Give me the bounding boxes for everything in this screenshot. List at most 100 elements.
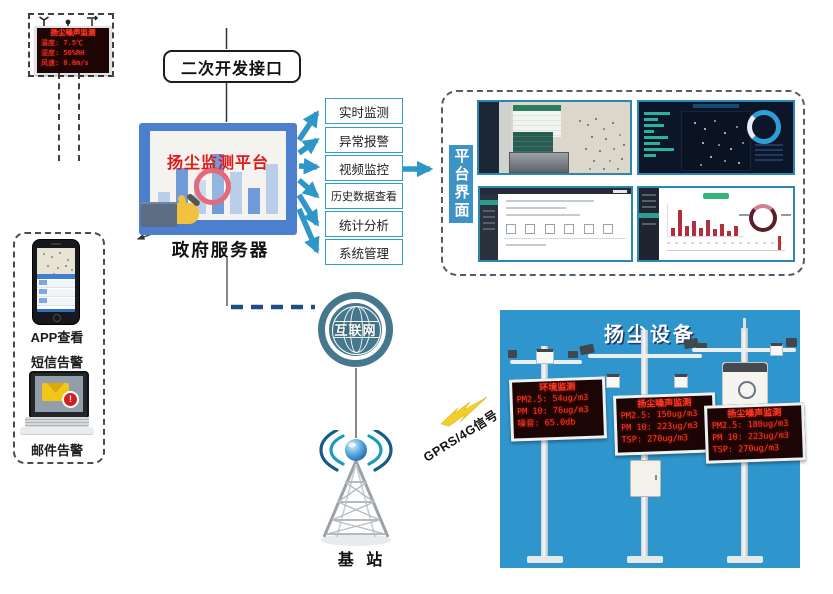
phone-map	[37, 248, 75, 274]
server-label: 政府服务器	[171, 240, 270, 260]
map-markers	[694, 122, 696, 124]
internet-globe-ring	[325, 299, 386, 360]
function-box-realtime: 实时监测	[325, 98, 403, 124]
led-line: TSP: 270ug/m3	[621, 433, 689, 446]
control-cabinet	[630, 460, 661, 497]
email-alert-label: 邮件告警	[30, 443, 83, 458]
anemometer-icon	[508, 350, 517, 358]
phone-list-row	[37, 280, 75, 288]
function-box-alarm: 异常报警	[325, 127, 403, 153]
arrow-video	[298, 158, 321, 175]
shot-green-button	[703, 193, 729, 199]
shot-sidebar	[480, 194, 498, 260]
function-label: 实时监测	[338, 105, 389, 120]
laptop-keyboard	[25, 417, 89, 427]
function-label: 系统管理	[338, 246, 389, 261]
chart-bar	[230, 172, 242, 214]
sms-alert-label: 短信告警	[30, 355, 83, 370]
shot-donut-chart	[749, 204, 777, 232]
map-markers	[43, 253, 45, 255]
wind-vane-icon	[568, 351, 578, 358]
wind-vane-icon	[87, 16, 98, 27]
screenshot-map-view	[477, 100, 632, 175]
sensor-icon	[674, 374, 688, 388]
function-box-video: 视频监控	[325, 155, 403, 181]
shot-donut-gauge	[747, 110, 781, 144]
dev-interface-box: 二次开发接口	[163, 50, 301, 83]
sensor-icon	[770, 343, 783, 356]
station-led-screen: 环境监测 PM2.5: 54ug/m3 PM 10: 76ug/m3 噪音: 6…	[508, 376, 608, 442]
server-screen-title: 扬尘监测平台	[166, 155, 269, 172]
phone-bottom-bar	[37, 309, 75, 312]
station-led-screen: 扬尘噪声监测 PM2.5: 150ug/m3 PM 10: 223ug/m3 T…	[612, 392, 718, 456]
chart-bar	[266, 164, 278, 214]
shot-sidebar	[479, 102, 499, 173]
station-led-screen: 扬尘噪声监测 PM2.5: 180ug/m3 PM 10: 223ug/m3 T…	[704, 402, 806, 464]
shot-video-thumb	[509, 152, 569, 173]
equipment-panel: 扬尘设备 环境监测 PM2.5: 54ug/m3 PM 10: 76ug/m3 …	[500, 310, 806, 568]
alert-badge-icon: !	[62, 391, 79, 408]
roadside-led-line: 湿度: 50%RH	[41, 49, 85, 57]
dev-interface-label: 二次开发接口	[180, 60, 283, 78]
sensor-icon	[606, 374, 620, 388]
shot-legend-dash	[781, 214, 791, 216]
arrow-system	[296, 207, 320, 255]
chart-bar	[248, 188, 260, 214]
shot-topbar	[480, 188, 631, 194]
shot-content-lines	[506, 200, 594, 216]
shot-icon-row	[506, 221, 614, 239]
email-device-screen: !	[29, 371, 89, 419]
lightning-icon	[440, 396, 488, 427]
equipment-title: 扬尘设备	[604, 324, 696, 346]
shot-sidebar	[639, 188, 659, 260]
function-box-system: 系统管理	[325, 239, 403, 265]
function-label: 历史数据查看	[331, 191, 397, 203]
station-pole	[541, 346, 548, 560]
internet-globe-grid	[332, 306, 381, 355]
shot-legend-dash	[739, 214, 749, 216]
screenshot-table-view	[478, 186, 633, 262]
base-station-tower-icon	[319, 430, 393, 546]
shot-red-spike	[778, 236, 781, 250]
shot-bar-chart	[667, 204, 744, 237]
roadside-led-title: 扬尘噪声监测	[50, 28, 96, 37]
station-crossarm	[588, 354, 702, 358]
platform-ui-label: 平台界面	[449, 145, 473, 223]
shot-dark-map	[681, 111, 751, 171]
screenshot-dark-dashboard	[637, 100, 795, 175]
shot-titlebar	[693, 104, 739, 108]
internet-label: 互联网	[334, 323, 377, 338]
station-crossarm	[692, 348, 796, 352]
anemometer-icon	[786, 338, 797, 347]
arrow-alarm	[297, 137, 320, 156]
roadside-led-screen: 扬尘噪声监测 温度: 7.5℃ 湿度: 50%RH 风速: 0.8m/s	[35, 26, 111, 75]
phone-speaker	[51, 243, 61, 245]
wind-vane-icon	[696, 343, 707, 351]
arrow-stats	[296, 193, 320, 227]
roadside-display-pole	[58, 73, 80, 161]
shot-divider	[504, 238, 626, 239]
station-mast-tip	[743, 318, 746, 330]
shot-window-controls	[613, 189, 627, 193]
shot-green-panel	[513, 132, 553, 154]
function-label: 视频监控	[338, 162, 389, 177]
camera-icon	[536, 349, 554, 364]
base-station-label: 基 站	[337, 552, 387, 569]
function-box-history: 历史数据查看	[325, 183, 403, 209]
notifications-outline	[13, 232, 105, 464]
shot-bars	[644, 112, 674, 157]
station-base	[527, 556, 563, 563]
phone-list-row	[37, 298, 75, 306]
smartphone	[32, 239, 80, 325]
phone-list-row	[37, 289, 75, 297]
screenshot-stats-dashboard	[637, 186, 795, 262]
shot-stat-rows	[755, 144, 783, 161]
led-line: TSP: 270ug/m3	[712, 443, 780, 456]
function-box-stats: 统计分析	[325, 211, 403, 237]
laptop-base	[20, 427, 94, 435]
function-label: 统计分析	[338, 218, 389, 233]
server-base	[141, 202, 177, 227]
shot-axis	[667, 250, 785, 251]
platform-ui-outline	[441, 90, 805, 276]
